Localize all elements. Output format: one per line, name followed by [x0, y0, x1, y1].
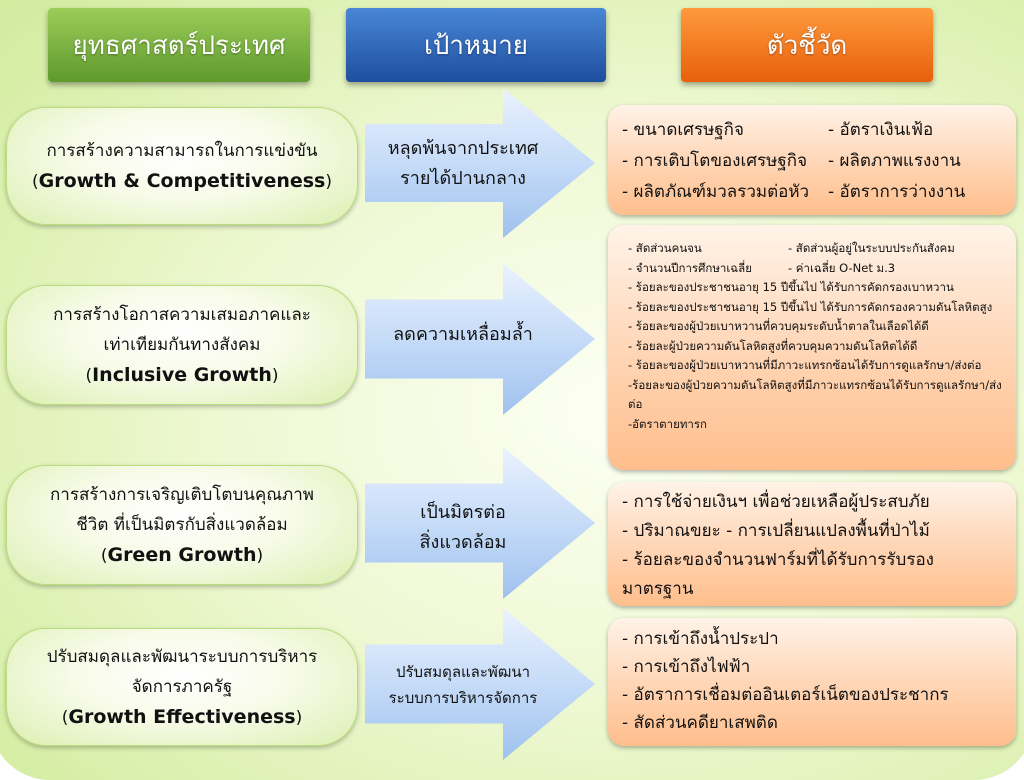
strategy-title-th: การสร้างโอกาสความเสมอภาคและ: [53, 304, 311, 325]
strategy-title-en: (Growth & Competitiveness): [31, 169, 333, 192]
strategy-box-1: การสร้างความสามารถในการแข่งขัน (Growth &…: [6, 107, 358, 225]
indicator-box-2: - สัดส่วนคนจน - สัดส่วนผู้อยู่ในระบบประก…: [608, 225, 1016, 470]
strategy-title-th: ปรับสมดุลและพัฒนาระบบการบริหาร: [46, 646, 318, 667]
strategy-en-label: Growth Effectiveness: [68, 705, 296, 728]
goal-text-line: ลดความเหลื่อมล้ำ: [393, 324, 533, 345]
strategy-title-th-2: เท่าเทียมกันทางสังคม: [103, 334, 261, 355]
indicator-item: - ปริมาณขยะ - การเปลี่ยนแปลงพื้นที่ป่าไม…: [622, 521, 930, 541]
indicator-item: - การเข้าถึงน้ำประปา: [622, 629, 779, 649]
indicator-item: - อัตราการเชื่อมต่ออินเตอร์เน็ตของประชาก…: [622, 685, 949, 705]
indicator-row: - การเติบโตของเศรษฐกิจ - ผลิตภาพแรงงาน: [622, 146, 1002, 177]
indicator-item: - ผลิตภัณฑ์มวลรวมต่อหัว: [622, 182, 810, 202]
indicator-item: - การเข้าถึงไฟฟ้า: [622, 657, 751, 677]
indicator-box-4: - การเข้าถึงน้ำประปา - การเข้าถึงไฟฟ้า -…: [608, 618, 1016, 746]
indicator-item: - ร้อยละผู้ป่วยความดันโลหิตสูงที่ควบคุมค…: [628, 338, 918, 353]
indicator-item: -ร้อยละของผู้ป่วยความดันโลหิตสูงที่มีภาว…: [628, 377, 1002, 412]
indicator-item: - ร้อยละของผู้ป่วยเบาหวานที่ควบคุมระดับน…: [628, 319, 929, 333]
goal-label-3: เป็นมิตรต่อ สิ่งแวดล้อม: [372, 488, 554, 568]
goal-text-line: เป็นมิตรต่อ: [420, 502, 506, 523]
goal-label-2: ลดความเหลื่อมล้ำ: [372, 305, 554, 365]
indicator-item: - ร้อยละของจำนวนฟาร์มที่ได้รับการรับรองม…: [622, 550, 934, 599]
header-indicator: ตัวชี้วัด: [681, 8, 933, 82]
goal-label-4: ปรับสมดุลและพัฒนา ระบบการบริหารจัดการ: [372, 650, 554, 720]
goal-text-line: หลุดพ้นจากประเทศ: [387, 138, 539, 159]
goal-text-line: รายได้ปานกลาง: [400, 168, 526, 189]
indicator-item: - การเติบโตของเศรษฐกิจ: [622, 151, 808, 171]
strategy-box-3: การสร้างการเจริญเติบโตบนคุณภาพ ชีวิต ที่…: [6, 465, 358, 585]
indicator-item: - ร้อยละของประชาชนอายุ 15 ปีขึ้นไป ได้รั…: [628, 280, 954, 294]
goal-text-line: สิ่งแวดล้อม: [419, 532, 507, 553]
indicator-row: - ผลิตภัณฑ์มวลรวมต่อหัว - อัตราการว่างงา…: [622, 177, 1002, 208]
strategy-en-label: Growth & Competitiveness: [38, 169, 326, 192]
indicator-item: - การใช้จ่ายเงินฯ เพื่อช่วยเหลือผู้ประสบ…: [622, 492, 930, 512]
header-goal: เป้าหมาย: [346, 8, 606, 82]
strategy-title-en: (Green Growth): [100, 543, 264, 566]
strategy-title-th: การสร้างความสามารถในการแข่งขัน: [46, 140, 318, 161]
indicator-item: - อัตราเงินเฟ้อ: [828, 120, 934, 140]
strategy-en-label: Green Growth: [107, 543, 257, 566]
indicator-row: - ขนาดเศรษฐกิจ - อัตราเงินเฟ้อ: [622, 115, 1002, 146]
goal-text-line: ปรับสมดุลและพัฒนา: [395, 663, 531, 681]
indicator-item: - ผลิตภาพแรงงาน: [828, 151, 961, 171]
indicator-box-3: - การใช้จ่ายเงินฯ เพื่อช่วยเหลือผู้ประสบ…: [608, 482, 1016, 606]
goal-label-1: หลุดพ้นจากประเทศ รายได้ปานกลาง: [372, 124, 554, 204]
indicator-item: - ค่าเฉลี่ย O-Net ม.3: [788, 260, 896, 275]
strategy-title-th-2: ชีวิต ที่เป็นมิตรกับสิ่งแวดล้อม: [76, 514, 288, 535]
indicator-item: - ร้อยละของประชาชนอายุ 15 ปีขึ้นไป ได้รั…: [628, 299, 993, 314]
indicator-row: - สัดส่วนคนจน - สัดส่วนผู้อยู่ในระบบประก…: [628, 239, 1002, 259]
strategy-box-2: การสร้างโอกาสความเสมอภาคและ เท่าเทียมกัน…: [6, 285, 358, 405]
strategy-title-th: การสร้างการเจริญเติบโตบนคุณภาพ: [49, 484, 314, 505]
goal-text-line: ระบบการบริหารจัดการ: [388, 689, 538, 707]
indicator-row: - จำนวนปีการศึกษาเฉลี่ย - ค่าเฉลี่ย O-Ne…: [628, 259, 1002, 279]
indicator-item: - จำนวนปีการศึกษาเฉลี่ย: [628, 260, 752, 275]
strategy-box-4: ปรับสมดุลและพัฒนาระบบการบริหาร จัดการภาค…: [6, 628, 358, 746]
indicator-item: - ร้อยละของผู้ป่วยเบาหวานที่มีภาวะแทรกซ้…: [628, 358, 982, 372]
indicator-item: -อัตราตายทารก: [628, 416, 708, 431]
indicator-item: - สัดส่วนผู้อยู่ในระบบประกันสังคม: [788, 241, 955, 255]
indicator-box-1: - ขนาดเศรษฐกิจ - อัตราเงินเฟ้อ - การเติบ…: [608, 105, 1016, 215]
indicator-item: - อัตราการว่างงาน: [828, 182, 966, 202]
strategy-title-en: (Inclusive Growth): [85, 363, 279, 386]
indicator-item: - สัดส่วนคนจน: [628, 241, 702, 255]
header-strategy: ยุทธศาสตร์ประเทศ: [48, 8, 310, 82]
indicator-item: - สัดส่วนคดียาเสพติด: [622, 713, 778, 733]
strategy-en-label: Inclusive Growth: [92, 363, 272, 386]
strategy-title-th-2: จัดการภาครัฐ: [131, 676, 233, 697]
indicator-item: - ขนาดเศรษฐกิจ: [622, 120, 744, 140]
strategy-title-en: (Growth Effectiveness): [61, 705, 303, 728]
